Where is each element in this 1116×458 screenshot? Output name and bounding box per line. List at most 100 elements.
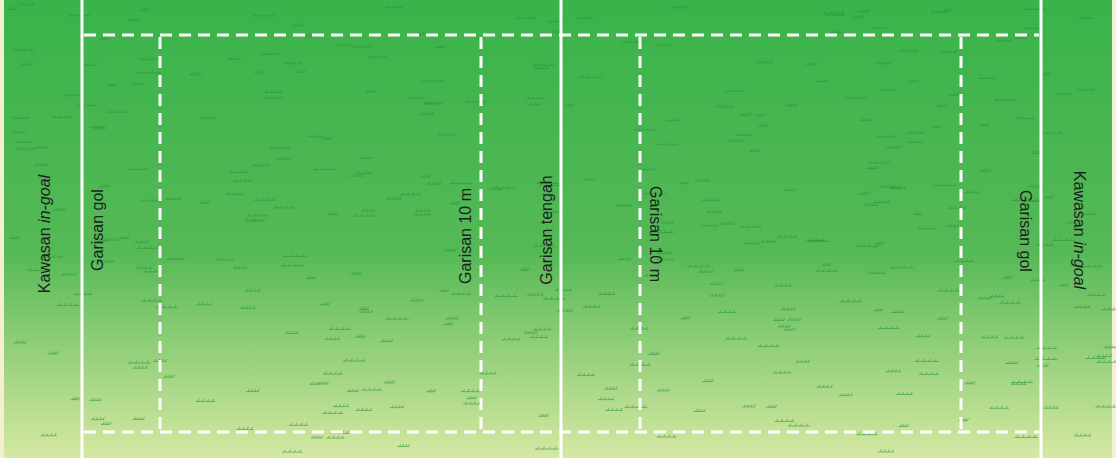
grass-tuft [89,125,105,128]
grass-tuft [565,104,575,107]
grass-tuft [1004,336,1025,339]
grass-tuft [598,397,614,400]
grass-tuft [604,387,617,390]
grass-tuft [990,294,1005,297]
grass-tuft [879,88,896,91]
grass-tuft [386,317,409,320]
grass-tuft [749,149,760,152]
grass-tuft [229,170,250,173]
grass-tuft [777,324,790,327]
field-line-label: Kawasan in-goal [37,175,53,293]
grass-tuft [773,371,791,374]
grass-tuft [996,38,1012,41]
grass-tuft [283,61,302,64]
grass-tuft [283,254,307,257]
grass-tuft [916,334,930,337]
grass-tuft [107,110,128,113]
grass-tuft [781,307,796,310]
grass-tuft [135,266,152,269]
grass-tuft [806,62,816,65]
grass-tuft [784,188,796,191]
grass-tuft [698,270,713,273]
dashed-line [639,37,642,430]
grass-tuft [233,179,252,182]
grass-tuft [1079,16,1094,19]
grass-tuft [390,405,404,408]
grass-tuft [285,331,298,334]
grass-tuft [533,66,550,69]
grass-tuft [878,449,894,452]
grass-tuft [140,8,151,11]
grass-tuft [535,447,558,450]
grass-tuft [329,327,351,330]
grass-tuft [934,183,957,186]
grass-tuft [351,44,373,47]
grass-tuft [777,235,798,238]
grass-tuft [355,335,366,338]
grass-tuft [1031,151,1041,154]
grass-tuft [228,57,240,60]
grass-tuft [654,43,673,46]
grass-tuft [196,302,211,305]
grass-tuft [450,181,473,184]
grass-tuft [350,174,365,177]
grass-tuft [494,294,517,297]
grass-tuft [306,134,323,137]
grass-tuft [740,225,763,228]
grass-tuft [670,5,687,8]
grass-tuft [142,299,163,302]
grass-tuft [666,118,681,121]
grass-tuft [939,50,957,53]
grass-tuft [755,113,765,116]
grass-ground [4,0,1112,458]
grass-tuft [502,337,521,340]
grass-tuft [795,360,810,363]
dashed-line [84,431,1039,434]
grass-tuft [354,214,375,217]
grass-tuft [1052,238,1074,241]
grass-tuft [128,18,140,21]
grass-tuft [16,147,35,150]
grass-tuft [538,414,548,417]
grass-tuft [945,224,958,227]
grass-tuft [980,123,990,126]
grass-tuft [1096,360,1116,363]
grass-tuft [725,337,747,340]
field-line-label: Garisan gol [1017,190,1033,272]
grass-tuft [263,96,284,99]
grass-tuft [788,424,810,427]
grass-tuft [463,402,481,405]
grass-tuft [351,272,363,275]
grass-tuft [75,103,98,106]
grass-tuft [681,316,691,319]
grass-tuft [736,133,752,136]
grass-tuft [368,55,387,58]
grass-tuft [999,301,1021,304]
grass-tuft [64,93,78,96]
grass-tuft [527,293,544,296]
grass-tuft [132,82,144,85]
grass-tuft [295,70,306,73]
grass-tuft [444,248,457,251]
grass-tuft [83,63,96,66]
grass-tuft [101,422,112,425]
grass-tuft [137,71,161,74]
grass-tuft [384,380,396,383]
field-line-label: Garisan 10 m [458,188,474,284]
grass-tuft [137,246,161,249]
grass-tuft [873,200,890,203]
grass-tuft [783,328,795,331]
grass-tuft [938,289,959,292]
grass-tuft [871,26,887,29]
grass-tuft [1035,357,1058,360]
grass-tuft [132,417,144,420]
grass-tuft [126,167,148,170]
grass-tuft [7,7,17,10]
grass-tuft [680,181,690,184]
grass-tuft [877,134,897,137]
grass-tuft [719,222,734,225]
grass-tuft [823,11,845,14]
grass-tuft [311,435,323,438]
grass-tuft [942,8,952,11]
grass-tuft [1096,354,1111,357]
